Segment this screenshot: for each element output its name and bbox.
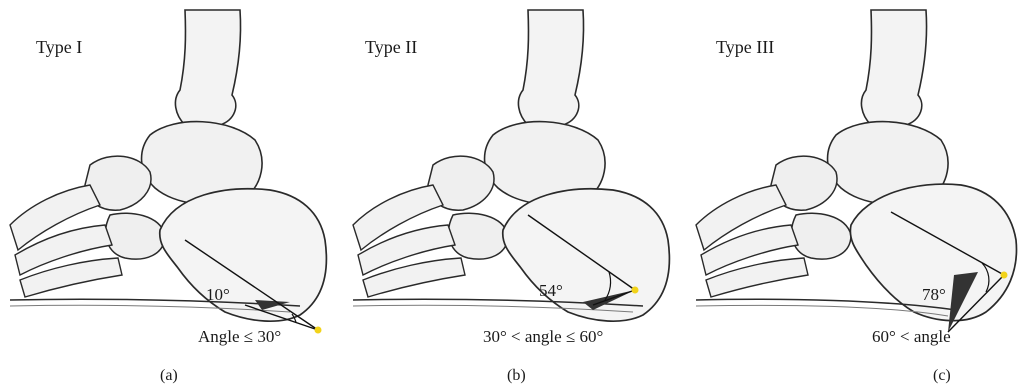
criterion-label: 60° < angle — [872, 328, 951, 345]
angle-value: 78° — [922, 286, 946, 303]
panel-type-2: Type II 54° 30° < angle ≤ 60° (b) — [343, 0, 686, 389]
panel-type-3: Type III 78° 60° < angle (c) — [686, 0, 1029, 389]
angle-value: 10° — [206, 286, 230, 303]
foot-illustration-type-3 — [686, 0, 1029, 389]
vertex-marker — [632, 287, 639, 294]
panel-type-1: Type I 10° Angle ≤ 30° (a) — [0, 0, 343, 389]
angle-value: 54° — [539, 282, 563, 299]
tibia — [518, 10, 583, 125]
type-label: Type II — [365, 38, 417, 56]
vertex-marker — [1001, 272, 1008, 279]
type-label: Type I — [36, 38, 82, 56]
panel-caption: (c) — [933, 368, 951, 384]
vertex-marker — [315, 327, 322, 334]
type-label: Type III — [716, 38, 774, 56]
cuboid — [449, 213, 508, 259]
foot-illustration-type-1 — [0, 0, 343, 389]
criterion-label: Angle ≤ 30° — [198, 328, 281, 345]
cuboid — [106, 213, 165, 259]
criterion-label: 30° < angle ≤ 60° — [483, 328, 603, 345]
panel-caption: (a) — [160, 368, 178, 384]
panel-caption: (b) — [507, 368, 526, 384]
tibia — [861, 10, 926, 125]
tibia — [175, 10, 240, 125]
cuboid — [792, 213, 851, 259]
